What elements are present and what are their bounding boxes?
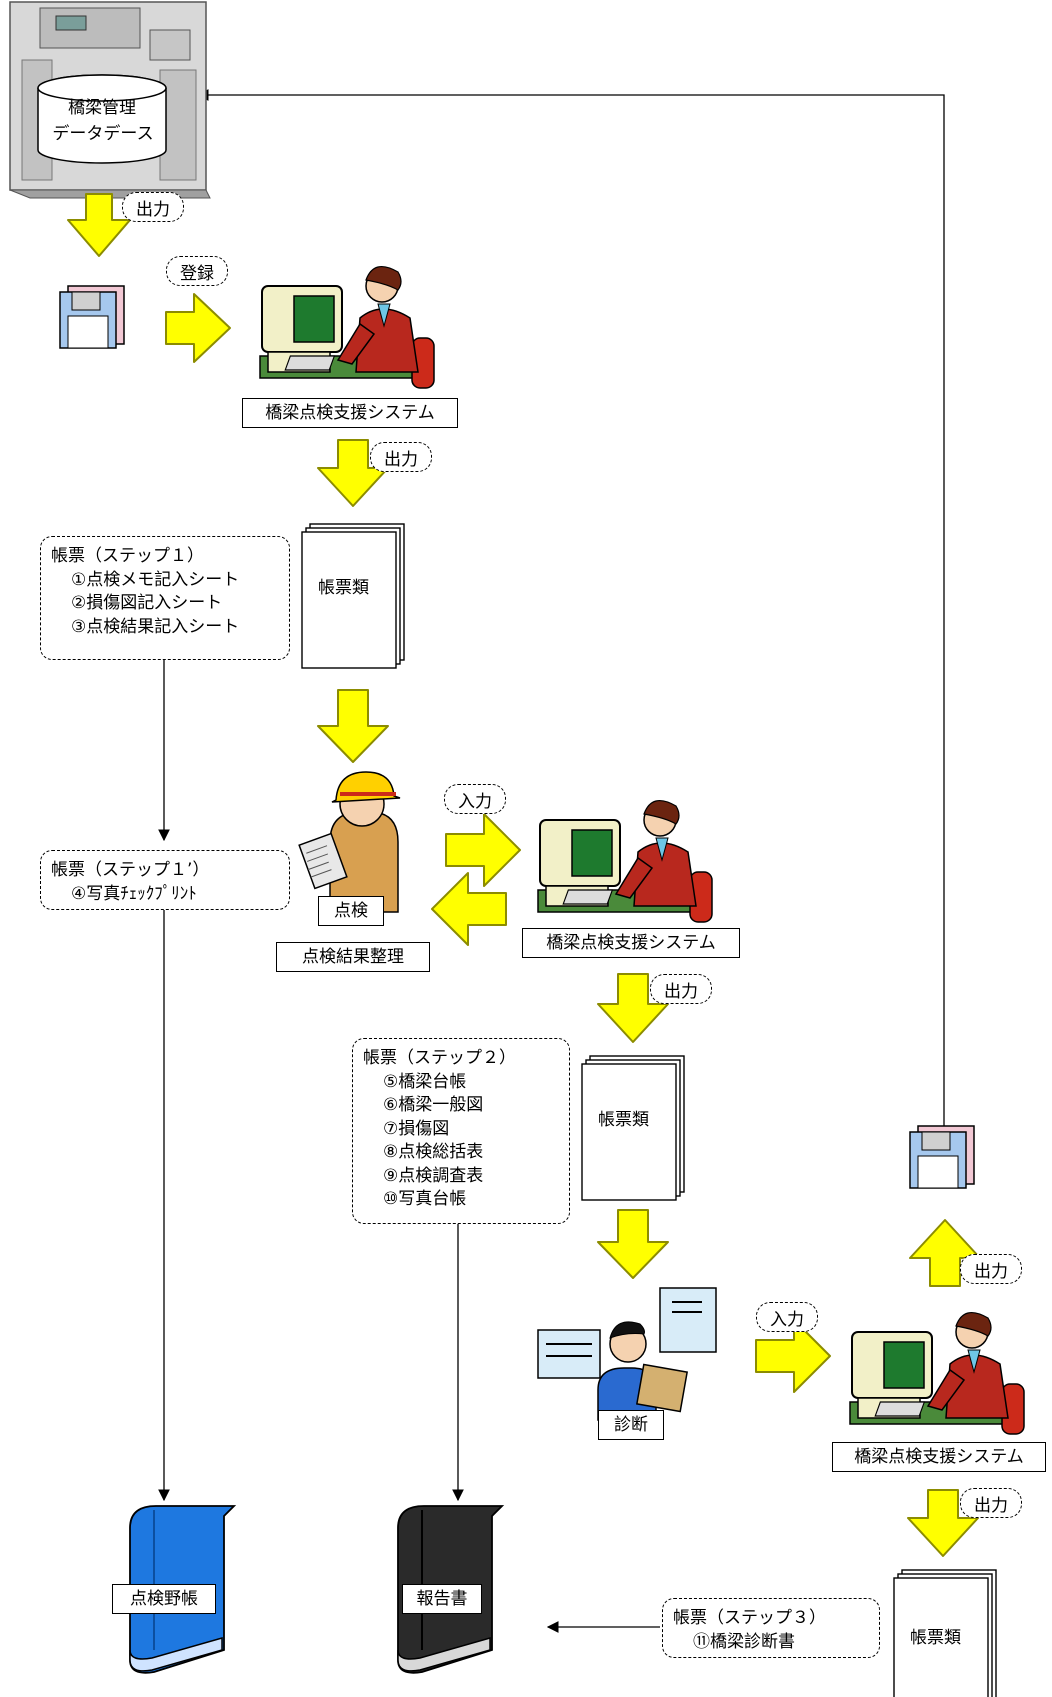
- field-notebook-label: 点検野帳: [112, 1584, 216, 1614]
- database-server: [9, 1, 211, 199]
- tag-output-3: 出力: [650, 974, 712, 1004]
- computer-operator-icon-2: [537, 799, 713, 923]
- inspection-label: 点検: [318, 896, 384, 926]
- floppy-disk-icon-2: [909, 1125, 975, 1189]
- doc-stack-label-3: 帳票類: [910, 1628, 961, 1648]
- system-label-2: 橋梁点検支援システム: [522, 928, 740, 958]
- step1p-item: ④写真ﾁｪｯｸﾌﾟﾘﾝﾄ: [71, 883, 197, 904]
- arrow-down-stack2: [597, 1209, 669, 1279]
- database-label-line1: 橋梁管理: [68, 98, 136, 118]
- diagnosis-label: 診断: [598, 1410, 664, 1440]
- database-label-line2: データデース: [52, 124, 154, 144]
- report-label: 報告書: [402, 1584, 482, 1614]
- inspector-figure: [298, 771, 401, 913]
- step1-item: ①点検メモ記入シート: [71, 569, 240, 590]
- step2-item: ⑦損傷図: [383, 1118, 450, 1139]
- arrow-down-stack1: [317, 689, 389, 763]
- document-stack-1: [301, 523, 405, 669]
- tag-output-5: 出力: [960, 1488, 1022, 1518]
- tag-output-2: 出力: [370, 442, 432, 472]
- arrow-left-return: [431, 872, 507, 946]
- arrow-down-sys1: [317, 439, 389, 507]
- step1-item: ②損傷図記入シート: [71, 593, 223, 613]
- step1-note: 帳票（ステップ１） ①点検メモ記入シート ②損傷図記入シート ③点検結果記入シー…: [40, 536, 290, 660]
- computer-operator-icon-3: [849, 1311, 1025, 1435]
- step2-item: ⑥橋梁一般図: [383, 1095, 484, 1115]
- arrow-right-register: [165, 293, 231, 363]
- feedback-line: [196, 89, 945, 1156]
- computer-operator-icon-1: [259, 265, 435, 389]
- step2-title: 帳票（ステップ２）: [363, 1048, 516, 1068]
- step1-title: 帳票（ステップ１）: [51, 546, 204, 566]
- arrow-up-out: [909, 1219, 981, 1287]
- step1-item: ③点検結果記入シート: [71, 616, 240, 637]
- doc-stack-label-2: 帳票類: [598, 1110, 649, 1130]
- step2-item: ⑩写真台帳: [383, 1189, 467, 1209]
- arrow-right-input2: [755, 1319, 831, 1393]
- step2-item: ⑤橋梁台帳: [383, 1071, 467, 1092]
- arrow-right-input1: [445, 813, 521, 887]
- step1p-title: 帳票（ステップ１’）: [51, 860, 210, 880]
- arrow-down-sys2: [597, 973, 669, 1043]
- document-stack-2: [581, 1055, 685, 1201]
- tag-input-1: 入力: [444, 784, 506, 814]
- arrow-down-db: [67, 193, 131, 257]
- tag-output-4: 出力: [960, 1254, 1022, 1284]
- diagnosis-figure: [537, 1287, 717, 1421]
- tag-register: 登録: [166, 256, 228, 286]
- tag-output-1: 出力: [122, 192, 184, 222]
- arrow-down-sys3: [907, 1489, 979, 1557]
- step3-item: ⑪橋梁診断書: [693, 1631, 795, 1652]
- tag-input-2: 入力: [756, 1302, 818, 1332]
- step3-note: 帳票（ステップ３） ⑪橋梁診断書: [662, 1598, 880, 1658]
- step3-title: 帳票（ステップ３）: [673, 1608, 826, 1628]
- step1p-note: 帳票（ステップ１’） ④写真ﾁｪｯｸﾌﾟﾘﾝﾄ: [40, 850, 290, 910]
- document-stack-3: [893, 1569, 997, 1697]
- inspection-summary-label: 点検結果整理: [276, 942, 430, 972]
- floppy-disk-icon-1: [59, 285, 125, 349]
- step2-note: 帳票（ステップ２） ⑤橋梁台帳 ⑥橋梁一般図 ⑦損傷図 ⑧点検総括表 ⑨点検調査…: [352, 1038, 570, 1224]
- step2-item: ⑧点検総括表: [383, 1142, 484, 1162]
- system-label-1: 橋梁点検支援システム: [242, 398, 458, 428]
- system-label-3: 橋梁点検支援システム: [832, 1442, 1046, 1472]
- doc-stack-label-1: 帳票類: [318, 578, 369, 598]
- step2-item: ⑨点検調査表: [383, 1165, 484, 1186]
